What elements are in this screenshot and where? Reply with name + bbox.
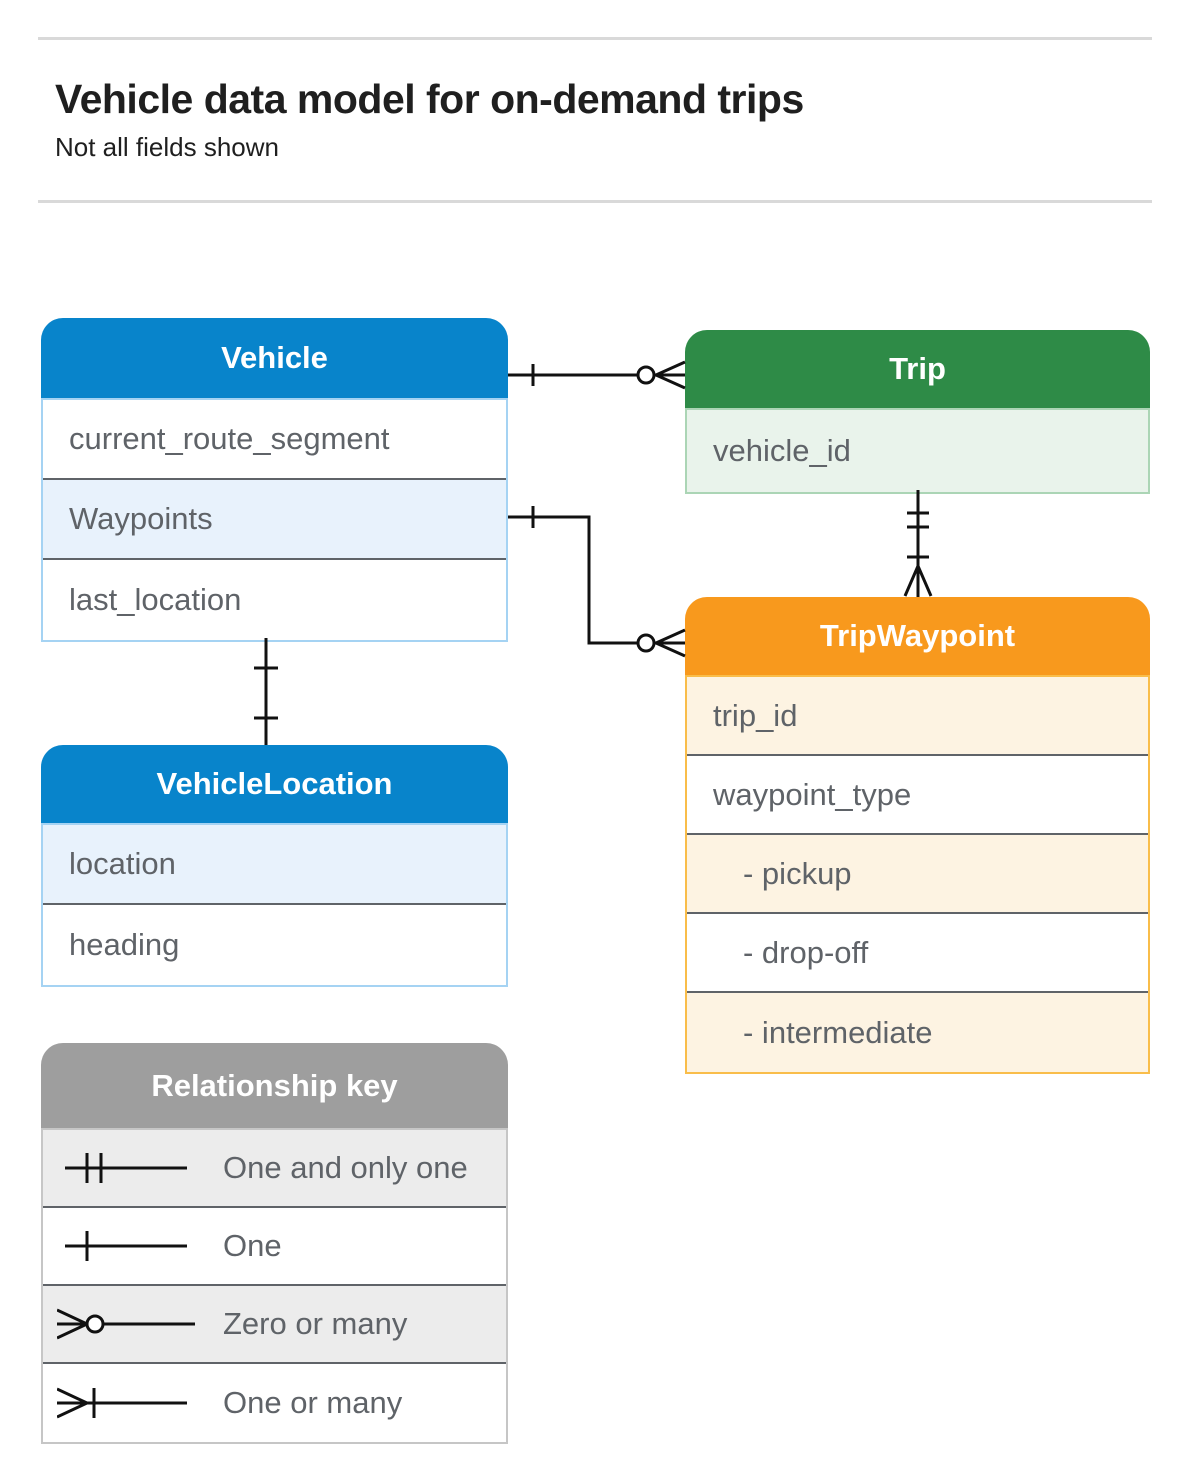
field-label: Waypoints <box>69 501 213 536</box>
zero-or-many-icon <box>57 1308 195 1340</box>
field-row-pickup: - pickup <box>687 835 1148 914</box>
page-subtitle: Not all fields shown <box>55 132 279 162</box>
relationship-key-title: Relationship key <box>151 1067 398 1103</box>
field-label: vehicle_id <box>713 433 851 468</box>
entity-table-vehicle: Vehicle current_route_segment Waypoints … <box>41 318 508 642</box>
page-title: Vehicle data model for on-demand trips <box>55 76 804 122</box>
entity-table-vehicle-body: current_route_segment Waypoints last_loc… <box>41 398 508 642</box>
field-label: last_location <box>69 582 242 617</box>
key-row-one-and-only-one: One and only one <box>43 1130 506 1208</box>
key-row-one-or-many: One or many <box>43 1364 506 1442</box>
field-row-last-location: last_location <box>43 560 506 640</box>
entity-title: Vehicle <box>221 340 328 375</box>
one-or-many-icon <box>57 1387 187 1419</box>
field-row-vehicle-id: vehicle_id <box>687 410 1148 492</box>
field-row-drop-off: - drop-off <box>687 914 1148 993</box>
relationship-key-table: Relationship key One and only one One <box>41 1043 508 1444</box>
one-and-only-one-icon <box>65 1153 187 1183</box>
one-icon <box>65 1231 187 1261</box>
key-row-zero-or-many: Zero or many <box>43 1286 506 1364</box>
field-label: waypoint_type <box>713 776 912 812</box>
field-label: - intermediate <box>743 1014 933 1050</box>
field-row-heading: heading <box>43 905 506 985</box>
entity-table-trip-waypoint-header: TripWaypoint <box>685 597 1150 675</box>
relationship-key-body: One and only one One Zero or many On <box>41 1128 508 1444</box>
connector-trip-to-trip-waypoint <box>903 490 933 597</box>
connector-waypoints-to-trip-waypoint <box>508 506 686 658</box>
entity-table-trip-body: vehicle_id <box>685 408 1150 494</box>
key-row-one: One <box>43 1208 506 1286</box>
entity-title: TripWaypoint <box>819 618 1016 653</box>
key-label: Zero or many <box>223 1306 408 1341</box>
relationship-key-header: Relationship key <box>41 1043 508 1128</box>
divider-top <box>38 37 1152 40</box>
field-row-current-route-segment: current_route_segment <box>43 400 506 480</box>
key-label: One and only one <box>223 1150 468 1185</box>
key-label: One <box>223 1228 282 1263</box>
field-label: location <box>69 846 176 881</box>
entity-table-trip: Trip vehicle_id <box>685 330 1150 494</box>
entity-table-vehicle-location: VehicleLocation location heading <box>41 745 508 987</box>
field-label: heading <box>69 927 180 962</box>
entity-table-trip-waypoint-body: trip_id waypoint_type - pickup - drop-of… <box>685 675 1150 1074</box>
entity-table-trip-header: Trip <box>685 330 1150 408</box>
entity-table-vehicle-header: Vehicle <box>41 318 508 398</box>
connector-vehicle-to-trip <box>508 360 686 390</box>
field-label: - drop-off <box>743 934 869 970</box>
field-row-intermediate: - intermediate <box>687 993 1148 1072</box>
key-label: One or many <box>223 1385 403 1420</box>
field-label: - pickup <box>743 855 852 891</box>
entity-title: Trip <box>889 351 946 386</box>
entity-title: VehicleLocation <box>156 766 393 801</box>
field-row-trip-id: trip_id <box>687 677 1148 756</box>
entity-table-trip-waypoint: TripWaypoint trip_id waypoint_type - pic… <box>685 597 1150 1074</box>
connector-vehicle-to-vehicle-location <box>254 638 278 745</box>
field-row-waypoints: Waypoints <box>43 480 506 560</box>
entity-table-vehicle-location-header: VehicleLocation <box>41 745 508 823</box>
field-row-location: location <box>43 825 506 905</box>
divider-under-title <box>38 200 1152 203</box>
field-label: trip_id <box>713 697 798 733</box>
entity-table-vehicle-location-body: location heading <box>41 823 508 987</box>
field-row-waypoint-type: waypoint_type <box>687 756 1148 835</box>
field-label: current_route_segment <box>69 421 390 456</box>
